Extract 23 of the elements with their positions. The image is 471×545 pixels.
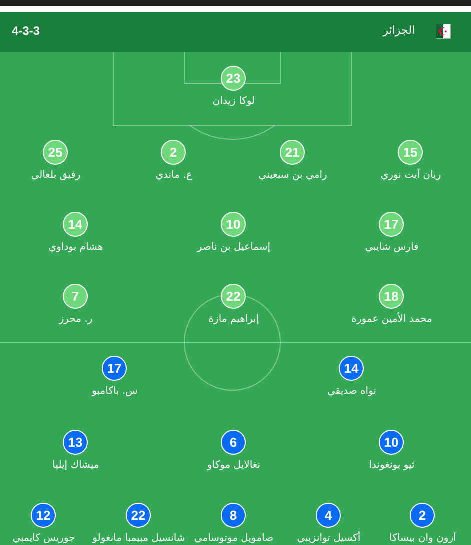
player-name: إبراهيم مازة bbox=[208, 314, 260, 326]
player-name: محمد الأمين عمورة bbox=[352, 314, 432, 326]
formation-label: 4-3-3 bbox=[12, 24, 40, 38]
player-name: جوريس كايمبي bbox=[12, 533, 76, 545]
player-name: فارس شايبي bbox=[365, 242, 419, 254]
player-name: هشام بوداوي bbox=[48, 242, 104, 254]
player-name: نواه صديقي bbox=[327, 386, 377, 398]
player-name: نغالايل موكاو bbox=[207, 460, 261, 472]
player-name: ريان آيت نوري bbox=[380, 170, 442, 182]
player-name: ر. محرز bbox=[59, 314, 93, 326]
player-name: ع. ماندي bbox=[156, 170, 192, 182]
player-name: شانسيل مبيمبا مانغولو bbox=[92, 533, 186, 545]
player-name: إسماعيل بن ناصر bbox=[197, 242, 271, 254]
player-name: لوكا زيدان bbox=[212, 96, 256, 108]
team-name: الجزائر bbox=[383, 24, 415, 38]
player-name: أكسيل توانزيبي bbox=[297, 533, 361, 545]
player-name: رامي بن سبعيني bbox=[258, 170, 328, 182]
player-name: ثيو بونغوندا bbox=[369, 460, 415, 472]
player-name: رفيق بلعالي bbox=[31, 170, 81, 182]
player-name: آرون وان بيساكا bbox=[390, 533, 456, 545]
player-name: ميشاك إيليا bbox=[52, 460, 100, 472]
player-name: صامويل موتوسامي bbox=[194, 533, 274, 545]
player-name: س. باكامبو bbox=[92, 386, 138, 398]
